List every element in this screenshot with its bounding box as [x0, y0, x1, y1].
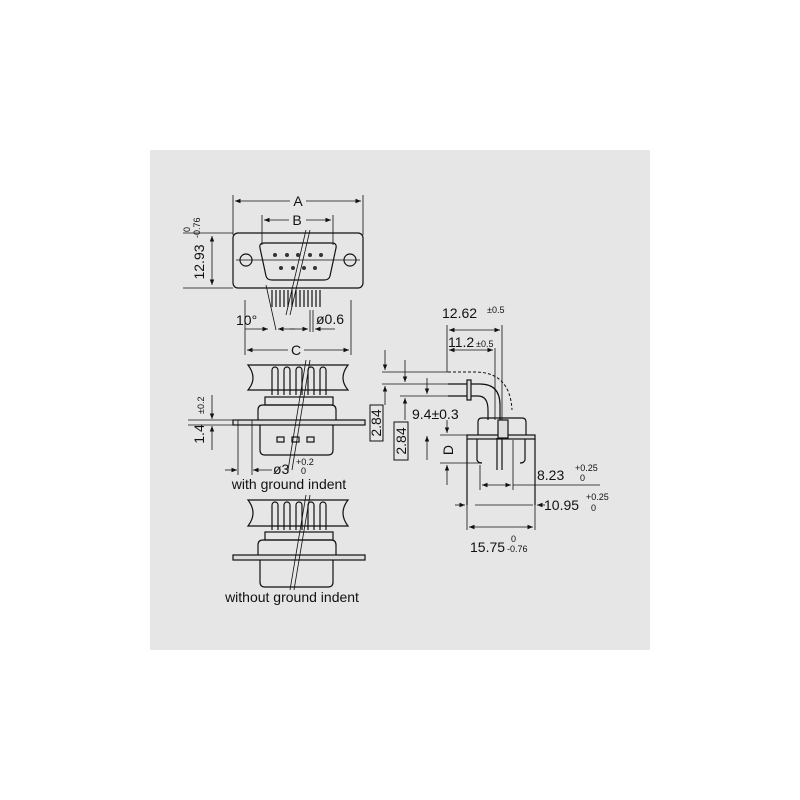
dim-1095-tol-upper: +0.25 [586, 492, 609, 502]
hole-tol-lower: 0 [301, 466, 306, 476]
right-angle-view: 12.62 ±0.5 11.2 ±0.5 2.84 2.84 9.4±0.3 D [368, 305, 609, 555]
drawing-panel [150, 150, 650, 650]
pitch-1-label: 2.84 [368, 409, 384, 436]
dim-1095-tol-lower: 0 [591, 503, 596, 513]
dim-1095-label: 10.95 [544, 497, 579, 513]
dim-1575-label: 15.75 [470, 539, 505, 555]
dim-823-tol-lower: 0 [580, 473, 585, 483]
dim-94-label: 9.4±0.3 [412, 406, 459, 422]
caption-with-ground: with ground indent [231, 476, 347, 492]
hole-tol-upper: +0.2 [296, 457, 314, 467]
dim-d-label: D [440, 445, 456, 455]
dim-1262-label: 12.62 [442, 305, 477, 321]
dim-a-label: A [293, 193, 303, 209]
dim-1262-tol: ±0.5 [487, 305, 504, 315]
height-tol-upper: 0 [182, 227, 192, 232]
angle-label: 10° [236, 312, 257, 328]
flange-thickness-label: 1.4 [191, 424, 207, 444]
dim-112-tol: ±0.5 [476, 339, 493, 349]
pin-diameter-label: ø0.6 [316, 311, 344, 327]
dim-b-label: B [292, 212, 301, 228]
side-view-no-ground: without ground indent [224, 494, 366, 605]
dim-1575-tol-upper: 0 [511, 534, 516, 544]
caption-without-ground: without ground indent [224, 589, 359, 605]
hole-diameter-label: ø3 [273, 461, 290, 477]
flange-thickness-tol: ±0.2 [196, 397, 206, 414]
side-view-ground: 1.4 ±0.2 ø3 +0.2 0 with ground indent [188, 359, 366, 492]
top-view: A B 12.93 0 -0.76 10° ø0.6 C [182, 193, 364, 358]
height-label: 12.93 [191, 244, 207, 279]
shell [259, 242, 337, 281]
dim-112-label: 11.2 [448, 334, 474, 350]
dim-823-label: 8.23 [537, 467, 564, 483]
flange [232, 232, 364, 289]
dim-c-label: C [291, 342, 301, 358]
dim-823-tol-upper: +0.25 [575, 463, 598, 473]
height-tol-lower: -0.76 [192, 217, 202, 238]
pitch-2-label: 2.84 [393, 427, 409, 454]
dim-1575-tol-lower: -0.76 [507, 544, 528, 554]
